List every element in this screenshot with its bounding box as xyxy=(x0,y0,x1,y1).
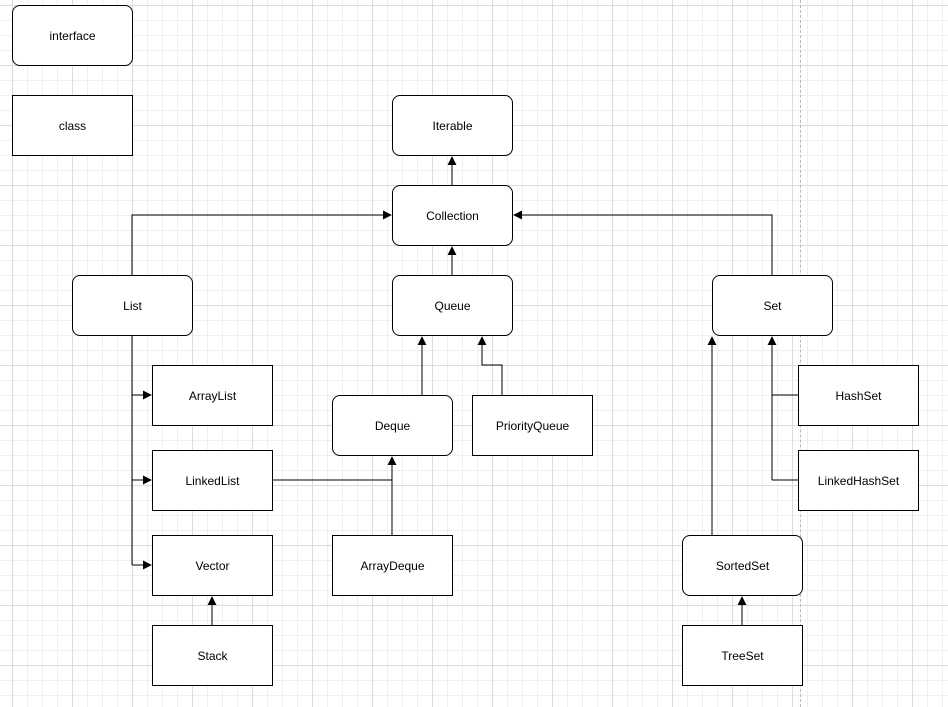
node-label: HashSet xyxy=(835,388,882,403)
node-hashset[interactable]: HashSet xyxy=(798,365,919,426)
legend-class-box[interactable]: class xyxy=(12,95,133,156)
edge-list-to-collection xyxy=(131,210,392,275)
node-priorityqueue[interactable]: PriorityQueue xyxy=(472,395,593,456)
node-treeset[interactable]: TreeSet xyxy=(682,625,803,686)
node-vector[interactable]: Vector xyxy=(152,535,273,596)
node-arraydeque[interactable]: ArrayDeque xyxy=(332,535,453,596)
node-list[interactable]: List xyxy=(72,275,193,336)
node-label: LinkedList xyxy=(185,473,240,488)
legend-interface-label: interface xyxy=(49,28,96,43)
node-linkedhashset[interactable]: LinkedHashSet xyxy=(798,450,919,511)
node-queue[interactable]: Queue xyxy=(392,275,513,336)
node-label: Collection xyxy=(426,208,479,223)
node-label: LinkedHashSet xyxy=(817,473,900,488)
node-label: SortedSet xyxy=(715,558,770,573)
page-boundary-line xyxy=(800,0,801,707)
node-set[interactable]: Set xyxy=(712,275,833,336)
edge-priorityqueue-to-queue xyxy=(477,336,503,395)
legend-class-label: class xyxy=(58,118,87,133)
node-arraylist[interactable]: ArrayList xyxy=(152,365,273,426)
node-linkedlist[interactable]: LinkedList xyxy=(152,450,273,511)
legend-interface-box[interactable]: interface xyxy=(12,5,133,66)
node-label: Set xyxy=(763,298,782,313)
node-collection[interactable]: Collection xyxy=(392,185,513,246)
node-iterable[interactable]: Iterable xyxy=(392,95,513,156)
node-label: ArrayList xyxy=(188,388,237,403)
node-label: Queue xyxy=(434,298,471,313)
node-label: Iterable xyxy=(432,118,473,133)
node-stack[interactable]: Stack xyxy=(152,625,273,686)
node-label: Stack xyxy=(197,648,228,663)
node-label: PriorityQueue xyxy=(495,418,570,433)
node-label: Vector xyxy=(195,558,230,573)
node-deque[interactable]: Deque xyxy=(332,395,453,456)
edge-linkedlist-to-deque xyxy=(273,456,397,481)
edge-set-to-collection xyxy=(513,210,773,275)
node-label: ArrayDeque xyxy=(360,558,425,573)
node-label: TreeSet xyxy=(721,648,764,663)
node-label: Deque xyxy=(374,418,411,433)
node-sortedset[interactable]: SortedSet xyxy=(682,535,803,596)
node-label: List xyxy=(123,298,142,313)
